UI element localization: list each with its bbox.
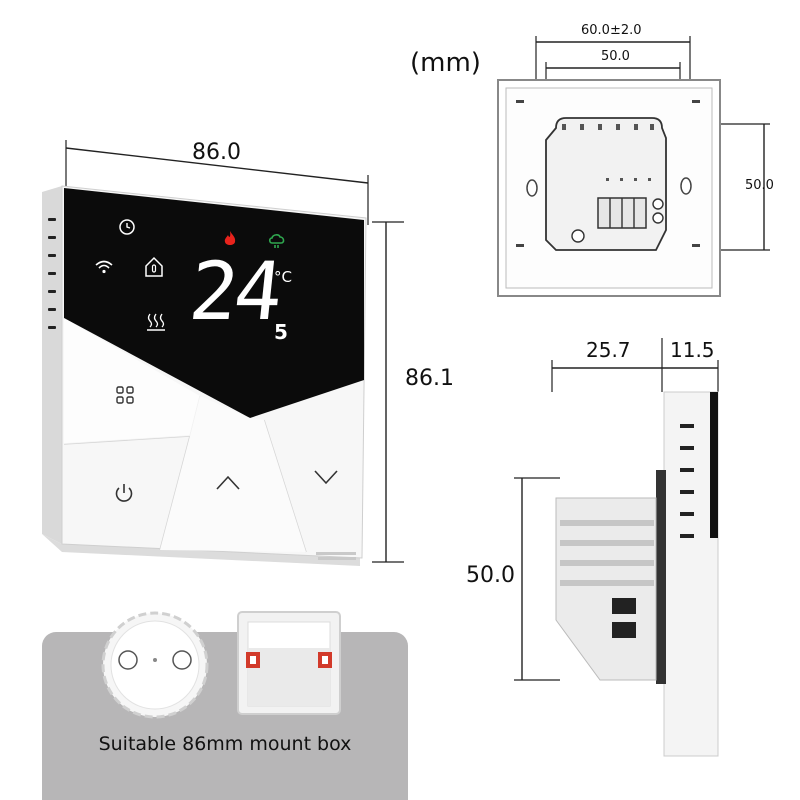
square-mount-box (237, 611, 341, 715)
up-button[interactable] (215, 474, 241, 492)
cloud-icon (268, 234, 285, 248)
display-screen (64, 188, 364, 418)
front-width-label: 86.0 (192, 140, 241, 165)
round-mount-box (101, 611, 209, 719)
back-module (545, 117, 667, 251)
mount-box-panel (42, 632, 408, 800)
thermostat-side-frame (42, 186, 62, 544)
temperature-main: 24 (185, 245, 284, 338)
down-button[interactable] (313, 468, 339, 486)
floor-heating-icon (147, 313, 165, 331)
side-height-label: 50.0 (466, 563, 515, 588)
power-button[interactable] (113, 482, 135, 504)
wifi-icon (95, 260, 113, 274)
side-view-diagram (514, 338, 719, 757)
unit-label: (mm) (410, 48, 481, 78)
back-inner-width-label: 50.0 (601, 49, 630, 64)
front-width-dimension-line (65, 147, 369, 184)
back-outer-width-label: 60.0±2.0 (581, 23, 642, 38)
flame-icon (224, 231, 236, 245)
side-depth-back-label: 25.7 (586, 338, 631, 362)
house-thermometer-icon (145, 256, 163, 277)
temperature-unit: °C (274, 268, 292, 286)
back-view-diagram (497, 36, 770, 297)
mount-box-caption: Suitable 86mm mount box (98, 733, 352, 755)
side-depth-front-label: 11.5 (670, 338, 715, 362)
temperature-decimal: 5 (274, 320, 288, 344)
menu-button[interactable] (115, 385, 135, 405)
front-view-diagram (42, 140, 404, 566)
clock-icon (119, 219, 135, 235)
left-vent-slots (48, 218, 56, 329)
back-height-label: 50.0 (745, 178, 774, 193)
front-height-label: 86.1 (405, 366, 454, 391)
